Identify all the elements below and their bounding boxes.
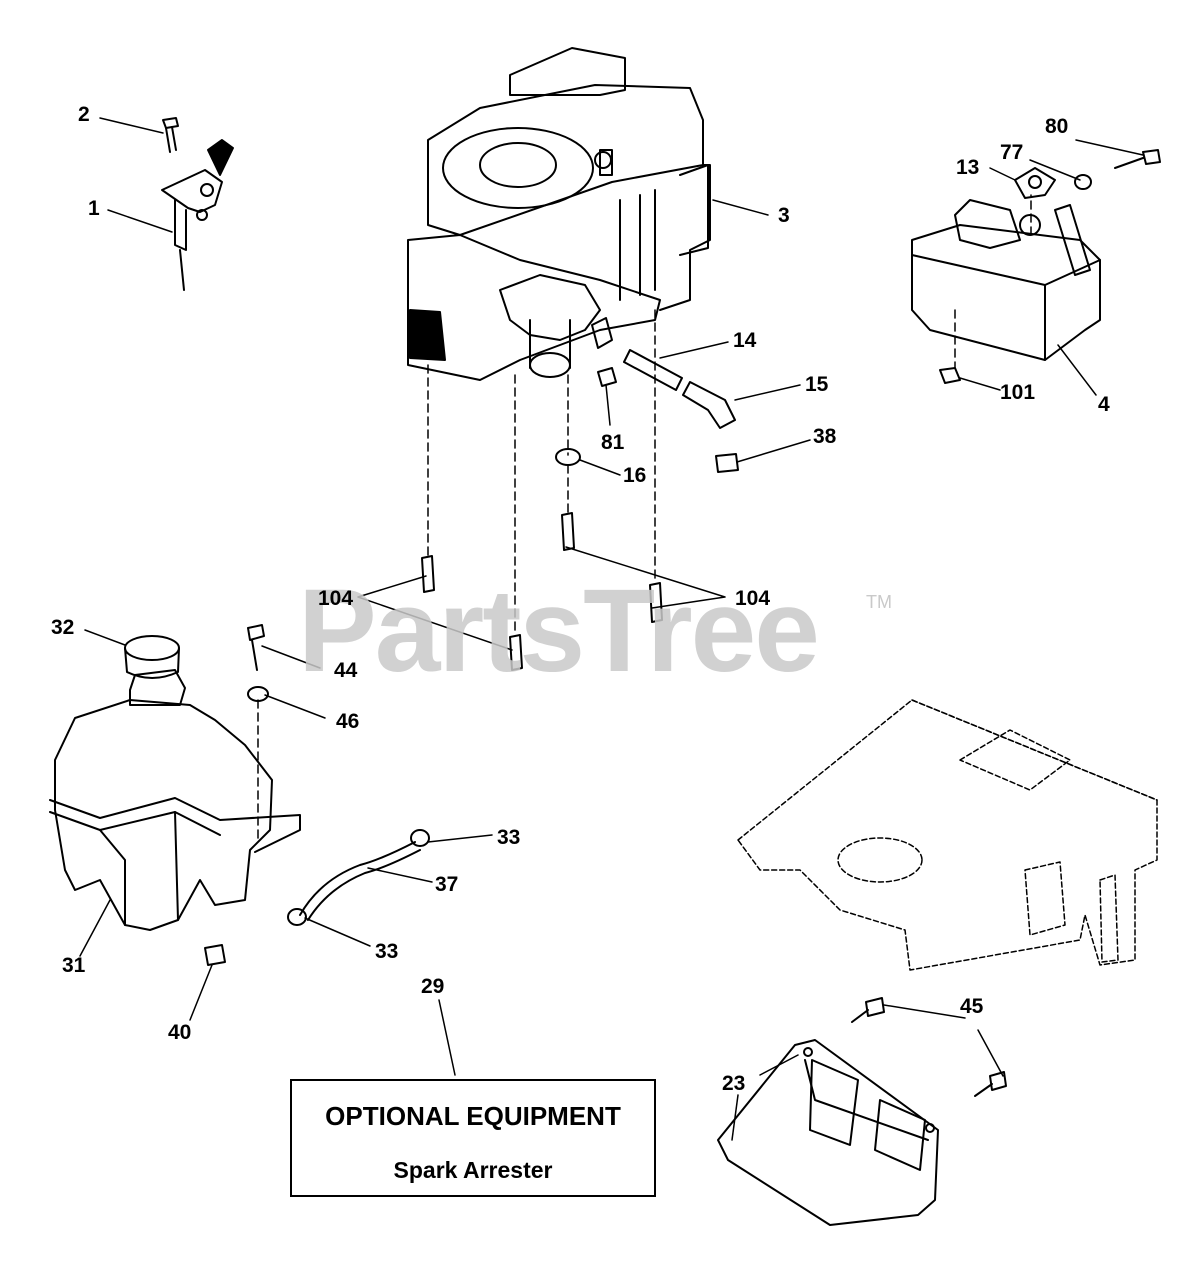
- bolt-part-80: [1114, 149, 1161, 169]
- callout-13: 13: [956, 156, 980, 179]
- callout-77: 77: [1000, 141, 1024, 164]
- callout-104-left: 104: [318, 587, 354, 610]
- callout-1: 1: [88, 197, 100, 220]
- fuel-cap-part: [124, 635, 180, 679]
- callout-104-right: 104: [735, 587, 771, 610]
- elbow-part-15: [682, 381, 736, 429]
- callout-3: 3: [778, 204, 790, 227]
- gasket-part-13: [1014, 167, 1056, 199]
- callout-29: 29: [421, 975, 445, 998]
- clamp-part-33-lower: [287, 908, 307, 926]
- callout-81: 81: [601, 431, 625, 454]
- clamp-part-33-upper: [410, 829, 430, 847]
- frame-part: [737, 699, 1158, 971]
- callout-23: 23: [722, 1072, 746, 1095]
- callout-32: 32: [51, 616, 75, 639]
- optional-equipment-title: OPTIONAL EQUIPMENT: [325, 1101, 621, 1131]
- trademark-symbol: TM: [866, 592, 892, 612]
- fuel-tank-part: [49, 669, 301, 931]
- washer-part-77: [1074, 174, 1092, 190]
- callout-33-lower: 33: [375, 940, 399, 963]
- screw-part-44: [247, 624, 265, 671]
- heat-shield-part: [717, 1039, 939, 1226]
- optional-equipment-box: OPTIONAL EQUIPMENT Spark Arrester: [290, 1079, 656, 1197]
- bolt-part-45-b: [974, 1071, 1007, 1097]
- washer-part-46: [247, 686, 269, 702]
- grommet-part-40: [204, 944, 226, 966]
- callout-46: 46: [336, 710, 360, 733]
- callout-45: 45: [960, 995, 984, 1018]
- washer-part-16: [555, 448, 581, 466]
- callout-16: 16: [623, 464, 647, 487]
- cap-part-38: [715, 453, 739, 473]
- bolt-part-45-a: [851, 997, 885, 1023]
- callout-14: 14: [733, 329, 757, 352]
- clamp-part-81: [597, 367, 617, 387]
- fuel-line-part: [299, 841, 421, 921]
- callout-2: 2: [78, 103, 90, 126]
- callout-37: 37: [435, 873, 459, 896]
- callout-33-upper: 33: [497, 826, 521, 849]
- optional-equipment-subtitle: Spark Arrester: [393, 1157, 553, 1183]
- callout-44: 44: [334, 659, 358, 682]
- callout-101: 101: [1000, 381, 1036, 404]
- watermark-logo: PartsTree: [298, 565, 820, 697]
- callout-38: 38: [813, 425, 837, 448]
- callout-31: 31: [62, 954, 86, 977]
- engine-part: [407, 47, 711, 381]
- nut-part-101: [939, 367, 961, 384]
- callout-40: 40: [168, 1021, 192, 1044]
- muffler-part: [911, 199, 1101, 361]
- callout-4: 4: [1098, 393, 1110, 416]
- callout-80: 80: [1045, 115, 1069, 138]
- callout-15: 15: [805, 373, 829, 396]
- bolt-part-104: [421, 512, 663, 671]
- throttle-control-part: [161, 139, 234, 291]
- hose-part-14: [623, 349, 683, 391]
- screw-part-2: [162, 117, 179, 153]
